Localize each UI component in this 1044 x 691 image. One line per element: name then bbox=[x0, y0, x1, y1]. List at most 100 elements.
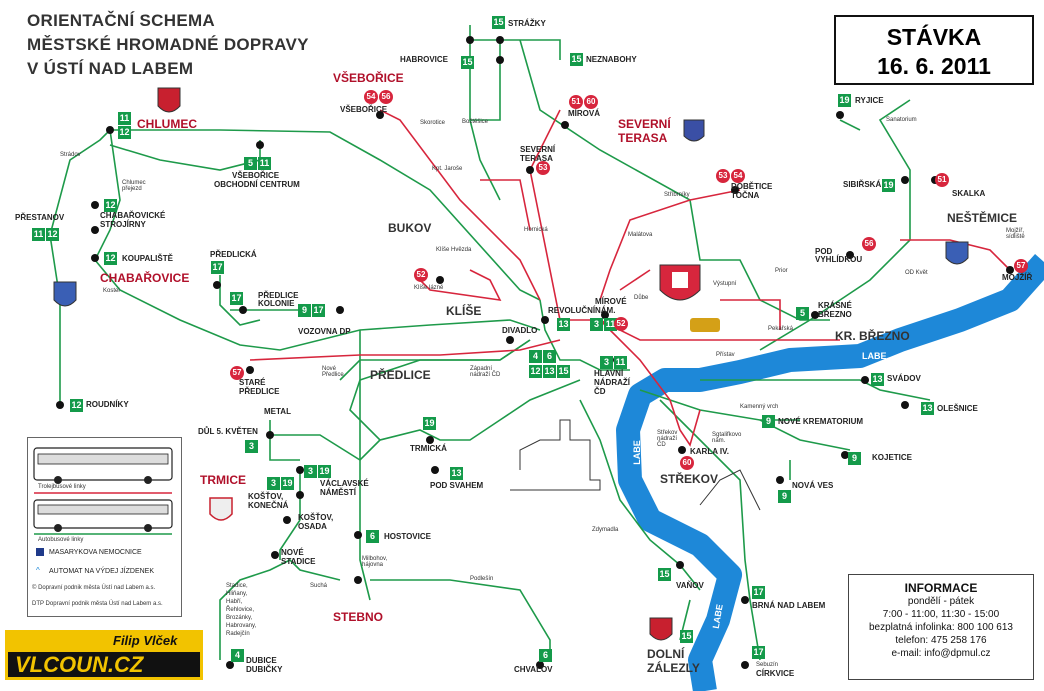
info-box: INFORMACE pondělí - pátek 7:00 - 11:00, … bbox=[848, 574, 1034, 680]
stop-skalka: SKALKA bbox=[952, 189, 986, 198]
stop-revolucni: REVOLUČNÍ bbox=[548, 306, 596, 315]
stop-svadov: SVÁDOV bbox=[887, 374, 921, 383]
map-title-line3: V ÚSTÍ NAD LABEM bbox=[27, 59, 194, 78]
badge-line: 19 bbox=[281, 477, 294, 490]
badge-line: 3 bbox=[267, 477, 280, 490]
stop-hlavni-nadrazi-1: HLAVNÍ bbox=[594, 369, 624, 378]
legend-copyright-1: © Dopravní podnik města Ústí nad Labem a… bbox=[32, 585, 156, 591]
stop-predlice-kolonie-1: PŘEDLICE bbox=[258, 291, 299, 300]
badge-line: 11 bbox=[614, 356, 627, 369]
river-labe bbox=[616, 253, 1044, 691]
district-severni-terasa-1: SEVERNÍ bbox=[618, 117, 671, 131]
label-kostel: Kostel bbox=[103, 288, 120, 294]
badge-line: 5 bbox=[796, 307, 809, 320]
label-pristav: Přístav bbox=[716, 352, 735, 358]
badge-line: 4 bbox=[529, 350, 542, 363]
badge-nova-ves: 9 bbox=[778, 490, 791, 503]
badge-line: 11 bbox=[32, 228, 45, 241]
stop-prestanov: PŘESTANOV bbox=[15, 213, 65, 222]
badge-line: 15 bbox=[492, 16, 505, 29]
badge-vanov: 15 bbox=[658, 568, 671, 581]
rbadge-pod-vyhlidkou: 56 bbox=[862, 237, 876, 251]
rbadge-klise: 52 bbox=[414, 268, 428, 282]
label-od-kvet: OD Květ bbox=[905, 270, 928, 276]
label-sucha: Suchá bbox=[310, 583, 328, 589]
stop-hostovice: HOSTOVICE bbox=[384, 532, 431, 541]
label-zdymadla: Zdymadla bbox=[592, 527, 619, 533]
stop-severni-terasa-2: TERASA bbox=[520, 154, 553, 163]
badge-line: 4 bbox=[231, 649, 244, 662]
label-strekov-nadrazi: Střekov nádraží ČD bbox=[657, 430, 678, 448]
legend-ticket-label: AUTOMAT NA VÝDEJ JÍZDENEK bbox=[49, 568, 155, 575]
stop-sebuzin-1: Sebuzín bbox=[756, 662, 779, 668]
label-stradov: Strádov bbox=[60, 152, 81, 158]
stop-dubice-2: DUBIČKY bbox=[246, 665, 283, 674]
badge-line: 17 bbox=[312, 304, 325, 317]
stop-strazky: STRÁŽKY bbox=[508, 19, 546, 28]
map-legend: Trolejbusové linky Autobusové linky MASA… bbox=[27, 437, 182, 617]
river-label-labe-2: LABE bbox=[862, 351, 887, 361]
district-predlice: PŘEDLICE bbox=[370, 368, 431, 382]
stop-vozovna-dp: VOZOVNA DP bbox=[298, 327, 351, 336]
stop-nove-stadice-2: STADICE bbox=[281, 557, 316, 566]
coat-of-arms-severni-terasa bbox=[683, 119, 705, 142]
label-kamenny-vrch: Kamenný vrch bbox=[740, 404, 779, 410]
badge-chvalov: 6 bbox=[539, 649, 552, 662]
badge-krasne-brezno: 5 bbox=[796, 307, 809, 320]
zoo-logo bbox=[690, 318, 720, 332]
label-kpt-jarose: Kpt. Jaroše bbox=[432, 166, 463, 172]
badge-line: 12 bbox=[529, 365, 542, 378]
info-email[interactable]: e-mail: info@dpmul.cz bbox=[891, 648, 991, 659]
coat-of-arms-chlumec bbox=[157, 87, 181, 113]
badge-line: 9 bbox=[298, 304, 311, 317]
badge-krematorium: 9 bbox=[762, 415, 775, 428]
castle-drawing bbox=[510, 419, 761, 511]
vlcoun-logo: Filip Vlček VLCOUN.CZ bbox=[5, 630, 203, 680]
badge-sebuzin: 17 bbox=[752, 646, 765, 659]
district-stebno: STEBNO bbox=[333, 610, 384, 624]
stop-olesnice: OLEŠNICE bbox=[937, 404, 978, 413]
badge-line: 15 bbox=[461, 56, 474, 69]
coat-of-arms-nestemice bbox=[945, 241, 969, 265]
info-phone: telefon: 475 258 176 bbox=[895, 635, 987, 646]
strike-title: STÁVKA bbox=[886, 24, 982, 50]
coat-of-arms-chabarovice bbox=[53, 281, 77, 307]
badge-line: 11 bbox=[118, 112, 131, 125]
badge-line: 9 bbox=[778, 490, 791, 503]
legend-copyright-2: DTP Dopravní podnik města Ústí nad Labem… bbox=[32, 601, 163, 607]
badge-sibirska: 19 bbox=[882, 179, 895, 192]
label-bozticka: Božtěšice bbox=[462, 119, 489, 125]
badge-line: 11 bbox=[604, 318, 617, 331]
badge-pod-svahem: 13 bbox=[450, 467, 463, 480]
badge-predlice-kolonie: 17 bbox=[230, 292, 243, 305]
rbadge-mojzir: 57 bbox=[1014, 259, 1028, 273]
label-stribrniky: Stříbrníky bbox=[664, 192, 690, 198]
stop-predlice-kolonie-2: KOLONIE bbox=[258, 299, 295, 308]
badge-line: 19 bbox=[882, 179, 895, 192]
district-kr-brezno: KR. BŘEZNO bbox=[835, 329, 910, 343]
rbadge-stare-predlice: 57 bbox=[230, 366, 244, 380]
bus-lines bbox=[49, 25, 931, 661]
badge-predlicka: 17 bbox=[211, 261, 224, 274]
label-mojzir-sidliste: Mojžíř, sídliště bbox=[1006, 228, 1025, 240]
badge-dul: 3 bbox=[245, 440, 258, 453]
badge-line: 19 bbox=[423, 417, 436, 430]
rbadge-line: 53 bbox=[716, 169, 730, 183]
badge-line: 15 bbox=[570, 53, 583, 66]
badge-neznabohy: 15 bbox=[570, 53, 583, 66]
stop-sanatorium: Sanatorium bbox=[886, 117, 917, 123]
stop-roudniky: ROUDNÍKY bbox=[86, 400, 129, 409]
stop-chabarovicke-2: STROJÍRNY bbox=[100, 220, 146, 229]
badge-line: 9 bbox=[848, 452, 861, 465]
label-stadice-list: Stadice, Hliňany, Habří, Řehlovice, Broz… bbox=[226, 583, 257, 637]
stop-koupaliste: KOUPALIŠTĚ bbox=[122, 254, 173, 263]
stop-nove-krematorium: NOVÉ KREMATORIUM bbox=[778, 417, 864, 426]
rbadge-line: 52 bbox=[414, 268, 428, 282]
